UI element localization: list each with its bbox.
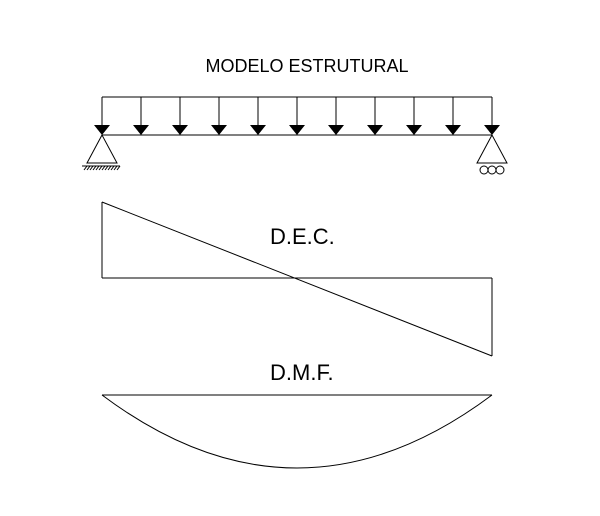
- roller-support-triangle: [476, 133, 508, 164]
- diagram-title: MODELO ESTRUTURAL: [205, 56, 409, 76]
- hatch-line: [113, 165, 118, 171]
- hatch-line: [95, 165, 100, 171]
- hatch-line: [107, 165, 112, 171]
- load-arrow: [172, 97, 188, 135]
- hatch-line: [86, 165, 91, 171]
- moment-diagram: [101, 394, 493, 469]
- shear-diagram-label: D.E.C.: [270, 224, 335, 249]
- load-arrow: [94, 97, 110, 135]
- ground-hatch: [83, 165, 121, 171]
- pinned-support-left: [82, 133, 121, 171]
- roller-wheel: [487, 165, 497, 175]
- hatch-line: [89, 165, 94, 171]
- load-arrow: [367, 97, 383, 135]
- roller-support-right: [476, 133, 508, 175]
- load-arrow: [406, 97, 422, 135]
- load-arrow: [328, 97, 344, 135]
- load-arrow: [484, 97, 500, 135]
- load-arrow: [289, 97, 305, 135]
- hatch-line: [101, 165, 106, 171]
- hatch-line: [83, 165, 88, 171]
- load-arrow: [133, 97, 149, 135]
- hatch-line: [116, 165, 121, 171]
- load-arrow: [445, 97, 461, 135]
- hatch-line: [92, 165, 97, 171]
- roller-wheel: [479, 165, 489, 175]
- roller-wheel: [495, 165, 505, 175]
- distributed-load: [94, 96, 500, 135]
- pinned-support-triangle: [86, 133, 118, 164]
- load-arrow: [211, 97, 227, 135]
- shear-line: [101, 201, 493, 357]
- hatch-line: [104, 165, 109, 171]
- hatch-line: [110, 165, 115, 171]
- load-arrow: [250, 97, 266, 135]
- moment-parabola: [101, 394, 493, 469]
- shear-diagram: [101, 201, 493, 357]
- hatch-line: [98, 165, 103, 171]
- moment-diagram-label: D.M.F.: [270, 360, 334, 385]
